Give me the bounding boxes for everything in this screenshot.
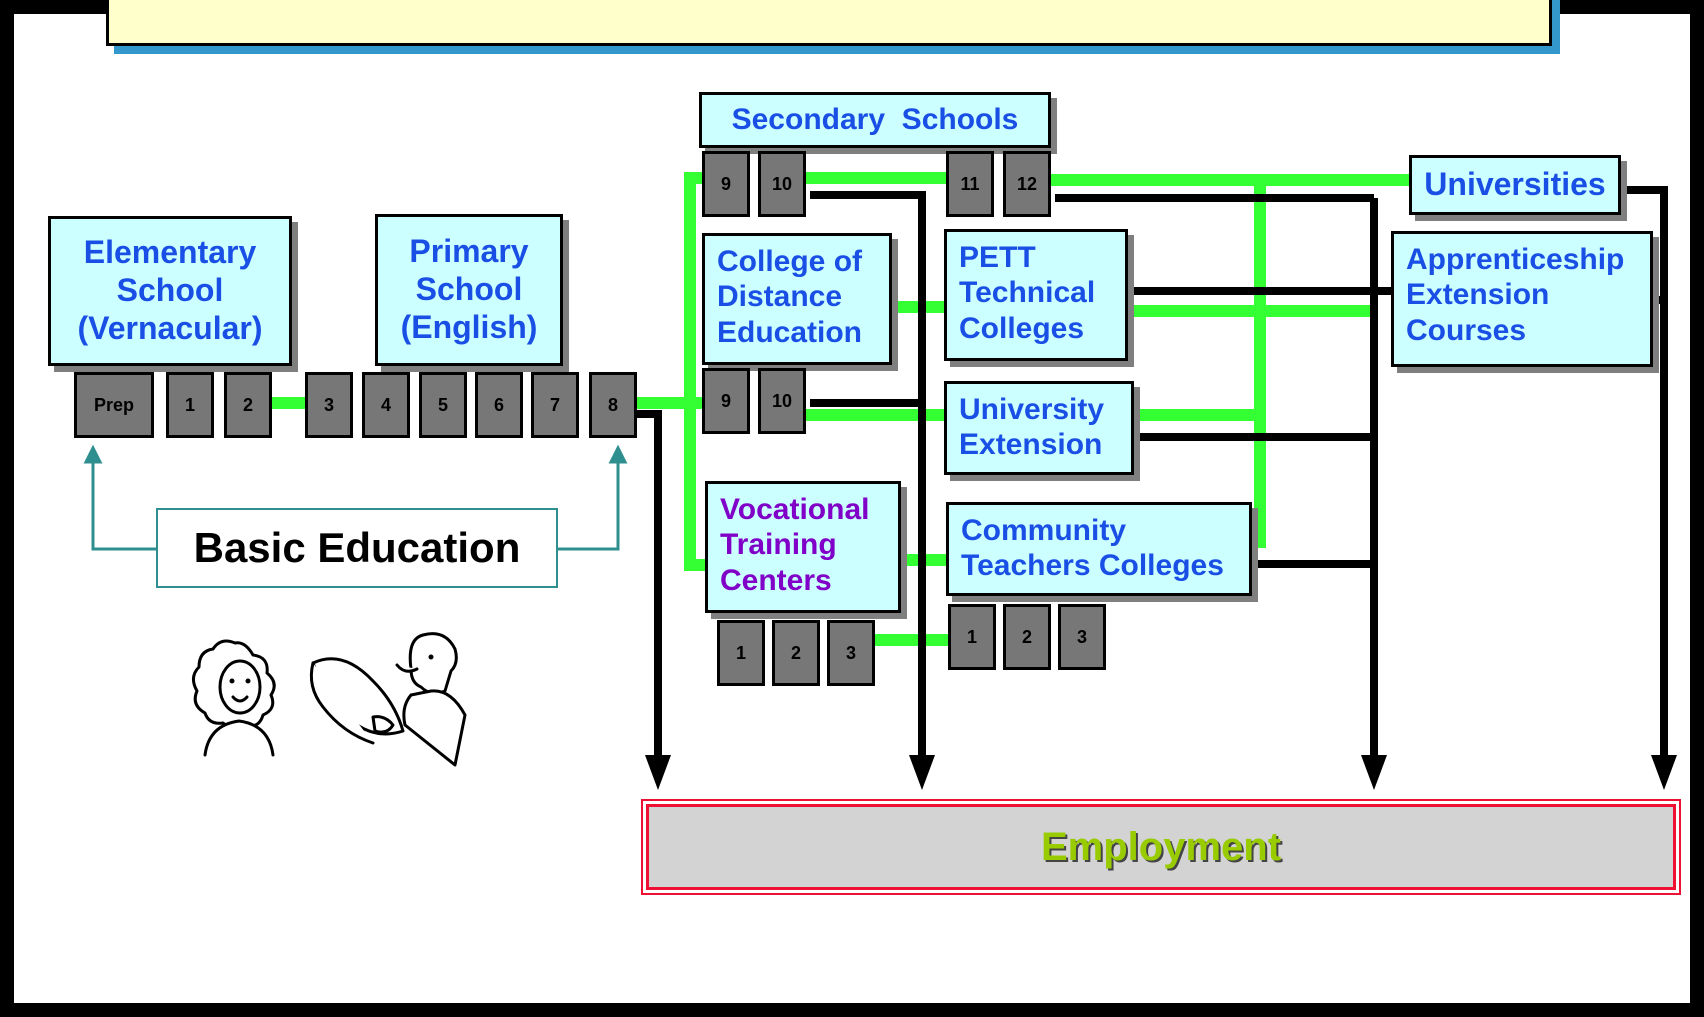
grade-label: 2 [242,394,253,415]
universities-label: Universities [1424,166,1606,203]
grade-box: 9 [702,368,750,434]
grade-label: 7 [549,394,560,415]
community-teachers-box: Community Teachers Colleges [946,502,1252,596]
grade-label: 5 [437,394,448,415]
grade-label: Prep [93,394,135,415]
distance-education-box: College of Distance Education [702,233,892,365]
grade-box: 10 [758,368,806,434]
grade-label: 10 [771,173,793,194]
pett-technical-colleges-label: PETT Technical Colleges [959,241,1096,345]
grade-label: 2 [790,642,801,663]
grade-label: 3 [845,642,856,663]
grade-label: 1 [735,642,746,663]
grade-label: 2 [1021,626,1032,647]
grade-box: 11 [946,151,994,217]
grade-box: 9 [702,151,750,217]
grade-box: 1 [948,604,996,670]
grade-label: 3 [1076,626,1087,647]
elementary-school-label: Elementary School (Vernacular) [77,234,263,346]
vocational-training-label: Vocational Training Centers [720,493,870,597]
grade-box: 2 [772,620,820,686]
universities-box: Universities [1409,155,1621,215]
grade-box: 10 [758,151,806,217]
grade-box: 3 [305,372,353,438]
grade-box: 7 [531,372,579,438]
university-extension-label: University Extension [959,393,1105,462]
grade-label: 11 [960,173,980,194]
grade-box: 2 [1003,604,1051,670]
grade-box: 1 [717,620,765,686]
distance-education-label: College of Distance Education [717,245,863,349]
grade-label: 3 [323,394,334,415]
title-banner [106,0,1552,46]
primary-school-label: Primary School (English) [400,233,538,345]
employment-label: Employment [1040,824,1282,869]
primary-school-box: Primary School (English) [375,214,563,366]
grade-box: 12 [1003,151,1051,217]
grade-box: 6 [475,372,523,438]
grade-box: 3 [827,620,875,686]
grade-box: 1 [166,372,214,438]
community-teachers-label: Community Teachers Colleges [961,514,1224,583]
grade-label: 12 [1016,173,1038,194]
grade-box: 8 [589,372,637,438]
grade-label: 9 [720,390,731,411]
apprenticeship-box: Apprenticeship Extension Courses [1391,231,1653,367]
grade-label: 1 [966,626,977,647]
apprenticeship-label: Apprenticeship Extension Courses [1406,243,1625,347]
basic-education-label: Basic Education [156,508,558,588]
grade-label: 1 [184,394,195,415]
grade-box-prep: Prep [74,372,154,438]
grade-box: 2 [224,372,272,438]
grade-label: 9 [720,173,731,194]
grade-box: 5 [419,372,467,438]
vocational-training-box: Vocational Training Centers [705,481,901,613]
grade-label: 10 [771,390,793,411]
grade-box: 4 [362,372,410,438]
secondary-schools-box: Secondary Schools [699,92,1051,148]
pett-technical-colleges-box: PETT Technical Colleges [944,229,1128,361]
grade-label: 4 [380,394,391,415]
employment-box: Employment [641,799,1681,895]
university-extension-box: University Extension [944,381,1134,475]
people-clipart [192,632,467,767]
elementary-school-box: Elementary School (Vernacular) [48,216,292,366]
grade-label: 8 [607,394,618,415]
secondary-schools-label: Secondary Schools [731,103,1019,137]
grade-label: 6 [493,394,504,415]
grade-box: 3 [1058,604,1106,670]
